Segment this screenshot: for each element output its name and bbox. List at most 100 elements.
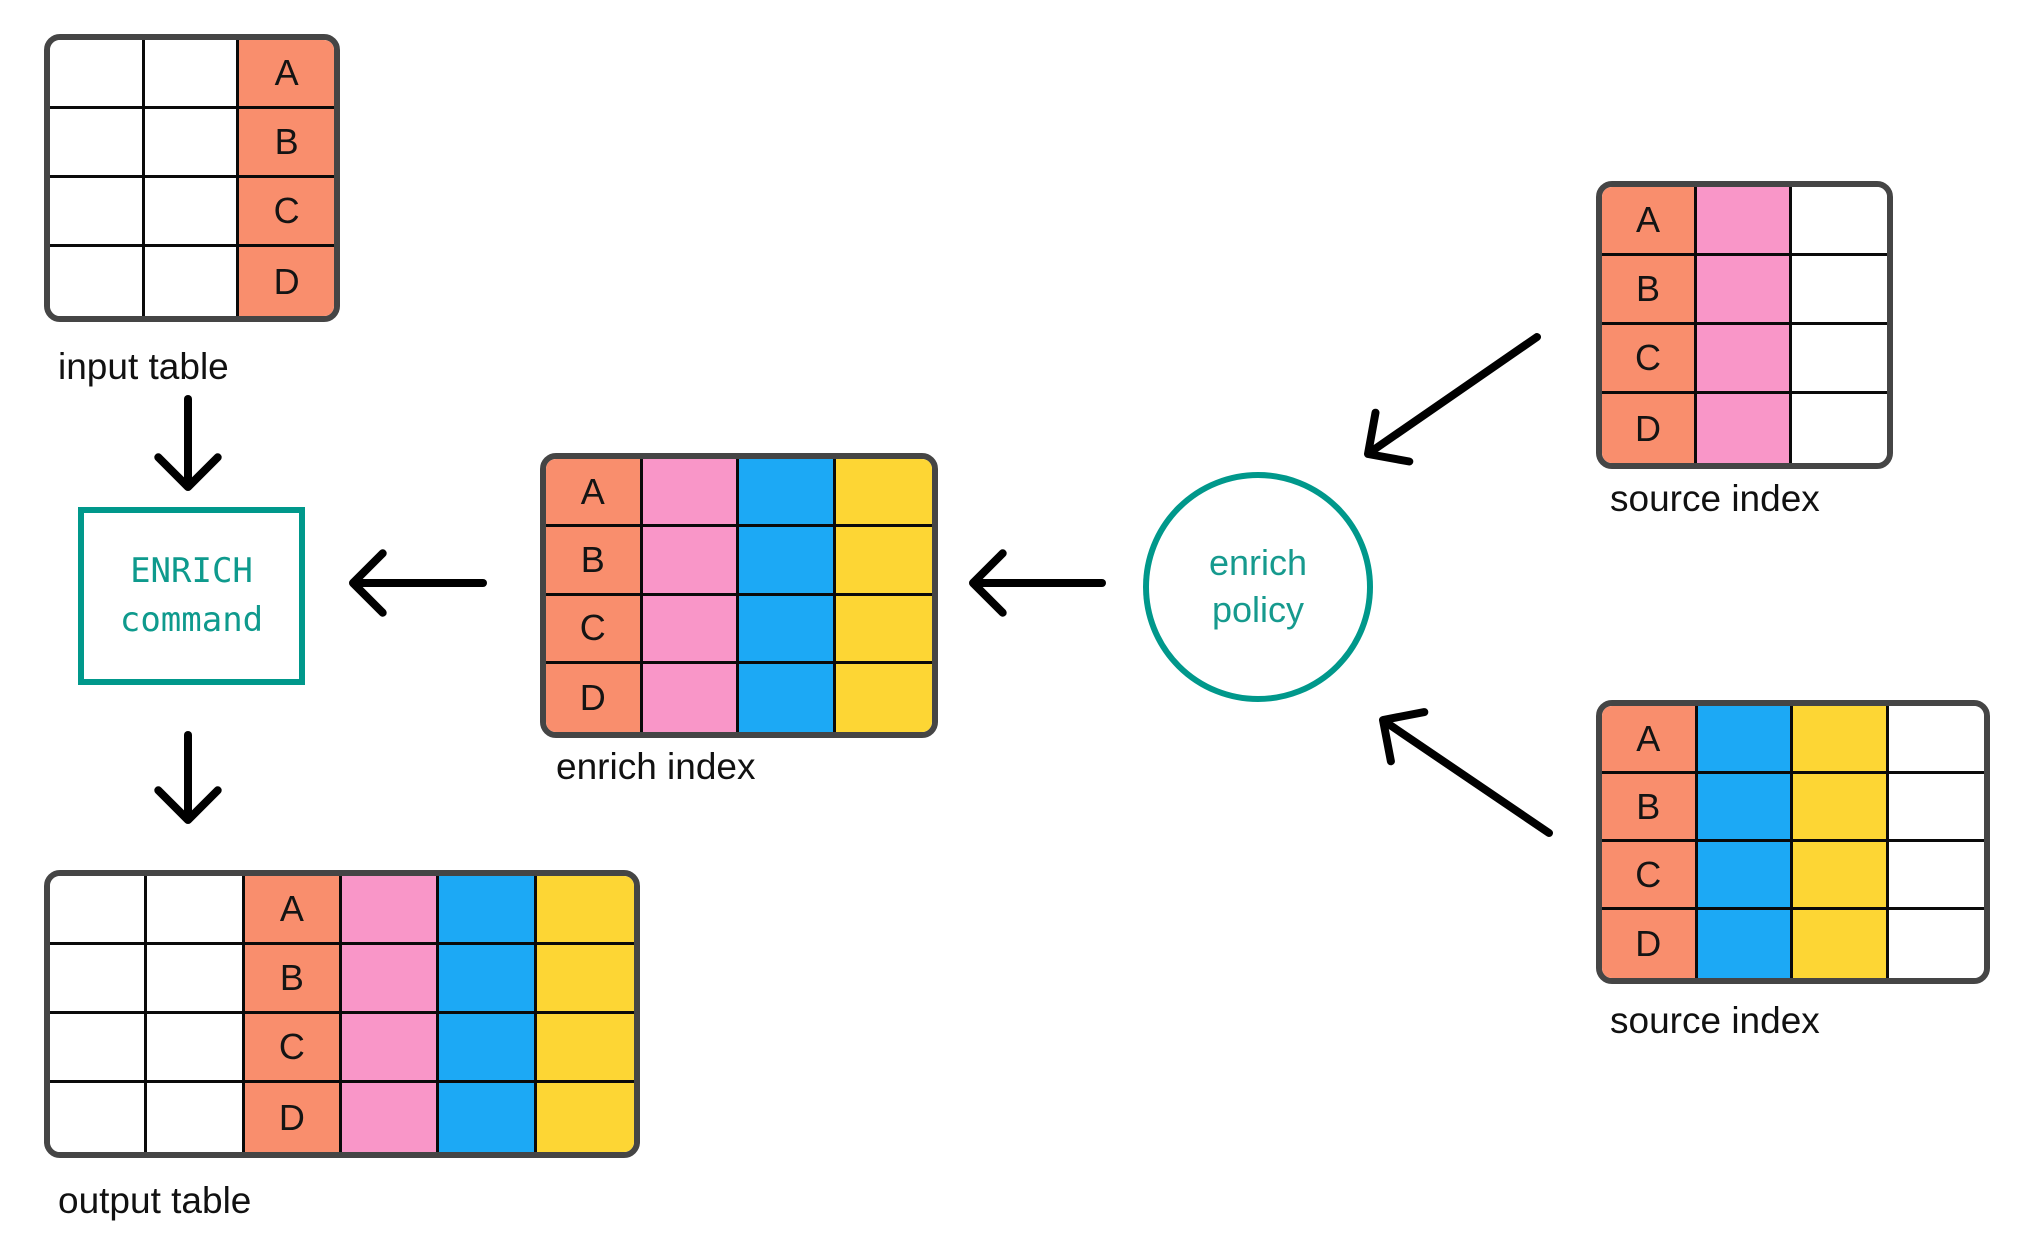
table-cell <box>144 109 240 178</box>
table-key-cell: C <box>244 1014 342 1083</box>
enrich-command-line1: ENRICH <box>130 550 253 591</box>
table-key-cell: A <box>1602 706 1698 774</box>
table-cell <box>147 945 245 1014</box>
table-key-cell: D <box>239 247 334 316</box>
table-key-cell: C <box>1602 842 1698 910</box>
table-key-cell: D <box>1602 394 1697 463</box>
table-cell <box>536 876 634 945</box>
table-cell <box>835 663 932 732</box>
table-cell <box>1793 910 1889 978</box>
table-key-cell: C <box>1602 325 1697 394</box>
table-cell <box>147 876 245 945</box>
table-cell <box>439 945 537 1014</box>
table-cell <box>50 178 145 247</box>
table-key-cell: B <box>546 527 643 596</box>
arrow-source-bottom-to-policy <box>1379 708 1553 837</box>
enrich-policy-circle: enrich policy <box>1143 472 1373 702</box>
table-cell <box>536 1014 634 1083</box>
table-key-cell: A <box>546 459 643 528</box>
table-cell <box>739 459 836 528</box>
table-cell <box>144 40 240 109</box>
table-cell <box>439 1083 537 1152</box>
table-cell <box>144 178 240 247</box>
table-cell <box>342 876 440 945</box>
table-cell <box>739 527 836 596</box>
table-cell <box>642 459 739 528</box>
table-cell <box>1793 706 1889 774</box>
table-cell <box>50 1083 148 1152</box>
table-key-cell: D <box>1602 910 1698 978</box>
source-index-bottom-label: source index <box>1610 1000 1820 1041</box>
table-key-cell: B <box>1602 256 1697 325</box>
arrow-policy-to-index <box>969 549 1106 617</box>
table-key-cell: A <box>244 876 342 945</box>
table-key-cell: C <box>546 595 643 664</box>
table-cell <box>1792 187 1887 256</box>
table-key-cell: B <box>1602 774 1698 842</box>
table-cell <box>50 247 145 316</box>
table-cell <box>50 876 148 945</box>
table-cell <box>739 595 836 664</box>
table-key-cell: A <box>239 40 334 109</box>
table-cell <box>1888 842 1984 910</box>
table-key-cell: D <box>244 1083 342 1152</box>
table-cell <box>1697 910 1793 978</box>
table-cell <box>642 663 739 732</box>
arrow-index-to-command <box>349 549 487 617</box>
enrich-policy-line1: enrich <box>1208 542 1308 584</box>
table-cell <box>1793 774 1889 842</box>
enrich-index-label: enrich index <box>556 746 756 787</box>
enrich-command-box: ENRICH command <box>78 507 305 685</box>
table-cell <box>342 1083 440 1152</box>
table-cell <box>835 459 932 528</box>
arrow-input-to-command <box>154 395 222 491</box>
table-cell <box>147 1014 245 1083</box>
table-cell <box>1697 187 1792 256</box>
table-cell <box>1888 774 1984 842</box>
table-cell <box>536 1083 634 1152</box>
table-cell <box>342 945 440 1014</box>
table-cell <box>50 945 148 1014</box>
table-cell <box>1792 325 1887 394</box>
table-cell <box>1793 842 1889 910</box>
source-index-top-label: source index <box>1610 478 1820 519</box>
table-cell <box>50 1014 148 1083</box>
table-cell <box>1697 842 1793 910</box>
table-cell <box>835 595 932 664</box>
table-cell <box>50 40 145 109</box>
output-table-label: output table <box>58 1180 252 1221</box>
table-cell <box>1697 256 1792 325</box>
table-key-cell: C <box>239 178 334 247</box>
table-key-cell: B <box>244 945 342 1014</box>
table-key-cell: D <box>546 663 643 732</box>
table-cell <box>1792 394 1887 463</box>
table-cell <box>1697 325 1792 394</box>
table-cell <box>147 1083 245 1152</box>
table-cell <box>1888 706 1984 774</box>
table-cell <box>642 527 739 596</box>
table-cell <box>1792 256 1887 325</box>
table-cell <box>739 663 836 732</box>
table-cell <box>835 527 932 596</box>
arrow-command-to-output <box>154 731 222 824</box>
table-cell <box>342 1014 440 1083</box>
table-key-cell: A <box>1602 187 1697 256</box>
enrich-command-line2: command <box>119 600 264 640</box>
table-cell <box>50 109 145 178</box>
input-table-label: input table <box>58 346 229 387</box>
table-cell <box>1888 910 1984 978</box>
table-cell <box>536 945 634 1014</box>
table-cell <box>1697 774 1793 842</box>
table-cell <box>439 876 537 945</box>
table-cell <box>439 1014 537 1083</box>
table-key-cell: B <box>239 109 334 178</box>
table-cell <box>1697 706 1793 774</box>
arrow-source-top-to-policy <box>1364 333 1541 466</box>
enrich-policy-line2: policy <box>1211 589 1305 630</box>
table-cell <box>1697 394 1792 463</box>
